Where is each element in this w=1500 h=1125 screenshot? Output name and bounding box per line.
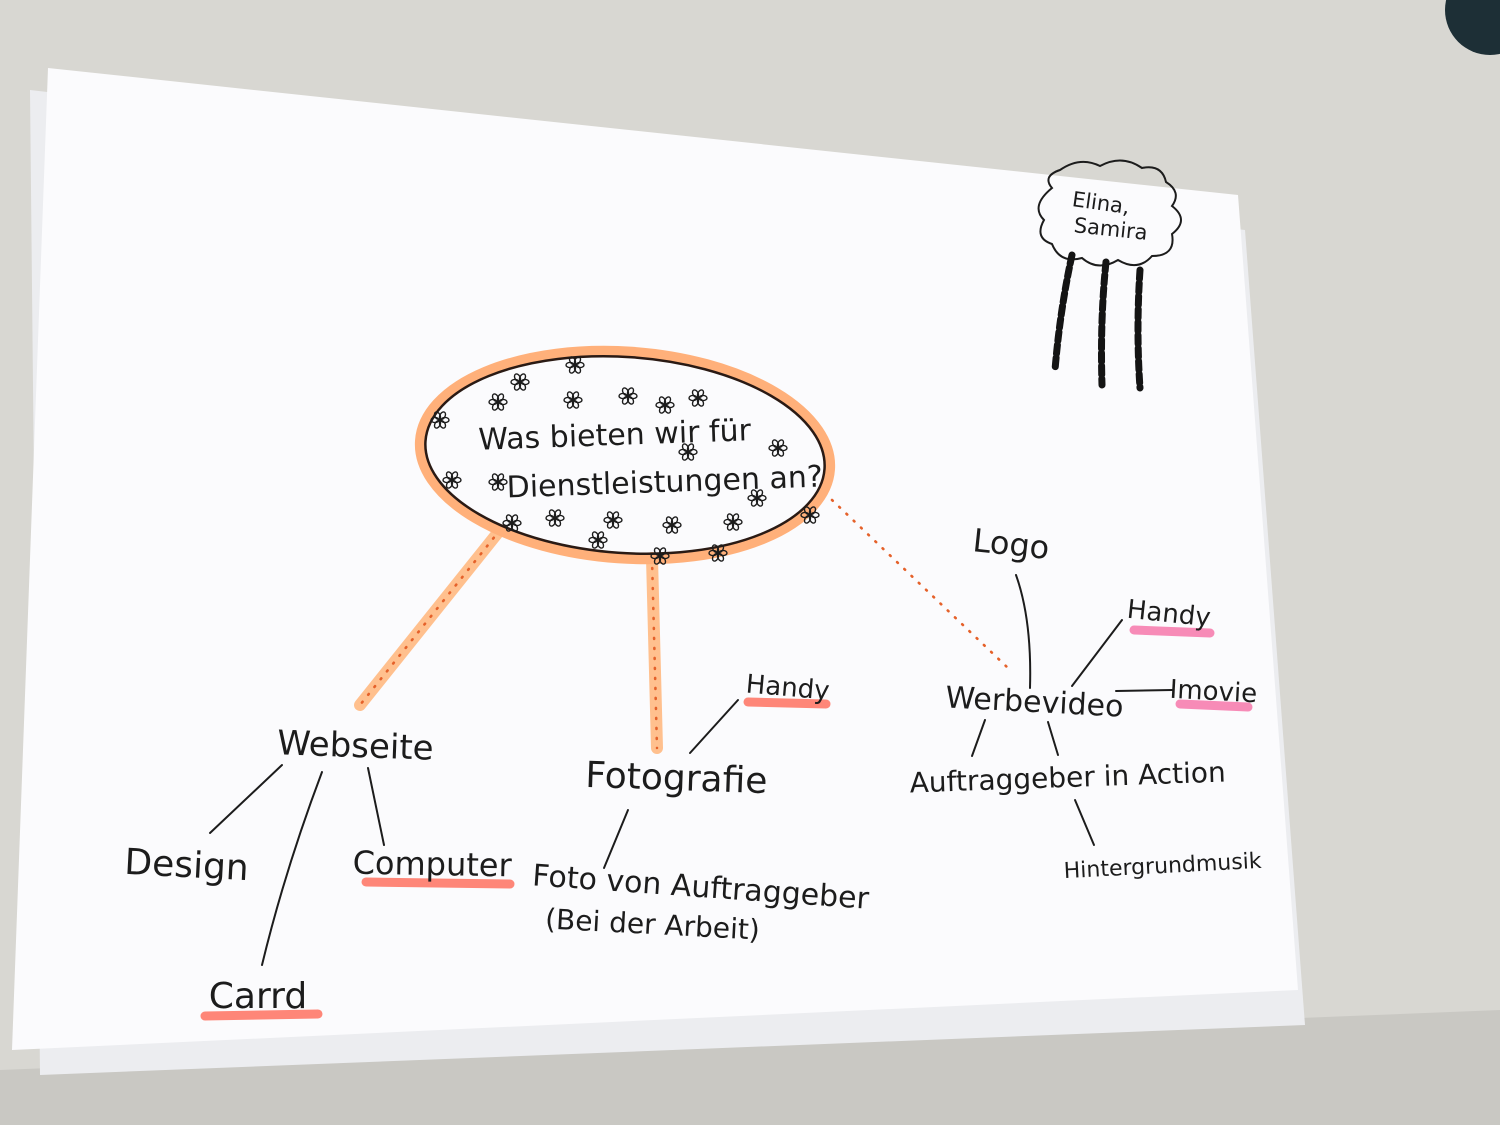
leaf-design: Design xyxy=(123,842,249,889)
corner-object xyxy=(1445,0,1500,55)
flower-doodle xyxy=(662,516,682,534)
flower-doodle xyxy=(747,489,767,507)
flower-doodle xyxy=(603,511,623,529)
flower-doodle xyxy=(488,393,508,411)
rain-strand-1 xyxy=(1051,251,1076,374)
name-cloud: Elina, Samira xyxy=(1037,159,1182,392)
rain-strand-3 xyxy=(1134,266,1144,392)
highlights xyxy=(200,625,1253,1021)
highlight-carrd xyxy=(200,1009,323,1021)
line-fotografie-foto xyxy=(603,809,629,869)
flower-doodle xyxy=(688,389,708,407)
line-werbevideo-imovie xyxy=(1115,689,1173,692)
flower-doodle xyxy=(723,513,743,531)
branch-lines xyxy=(209,574,1173,966)
line-webseite-carrd xyxy=(261,771,323,966)
webseite-branch: Webseite Design Carrd Computer xyxy=(123,723,512,1017)
line-webseite-computer xyxy=(367,767,385,846)
highlight-imovie xyxy=(1175,699,1253,712)
flower-doodle xyxy=(488,473,508,491)
line-werbevideo-action-left xyxy=(971,719,986,757)
flower-doodle xyxy=(588,531,608,549)
connector-werbevideo-dots xyxy=(830,498,1010,670)
flower-doodle xyxy=(708,544,728,562)
flower-doodle xyxy=(650,547,670,565)
central-oval-highlight xyxy=(414,345,836,565)
flower-doodle xyxy=(618,387,638,405)
connector-webseite-dots xyxy=(358,528,502,707)
highlight-computer xyxy=(361,877,515,889)
line-webseite-design xyxy=(209,764,283,834)
line-action-musik xyxy=(1074,799,1095,846)
line-werbevideo-handy xyxy=(1071,619,1123,687)
leaf-logo: Logo xyxy=(971,521,1051,567)
flower-doodle xyxy=(442,471,462,489)
leaf-handy-foto: Handy xyxy=(745,669,831,706)
connector-lines xyxy=(354,498,1010,754)
highlight-handy-video xyxy=(1129,625,1215,638)
flower-doodle xyxy=(502,514,522,532)
rain-strand-2 xyxy=(1098,258,1110,389)
flower-doodle xyxy=(565,356,585,374)
flower-doodle xyxy=(430,411,450,429)
flower-doodles xyxy=(430,356,820,565)
flower-doodle xyxy=(800,506,820,524)
leaf-imovie: Imovie xyxy=(1169,675,1258,710)
highlight-handy-foto xyxy=(743,697,831,709)
line-fotografie-handy xyxy=(689,699,739,754)
table-shadow xyxy=(0,1010,1500,1125)
rain-drops xyxy=(1051,251,1144,392)
flower-doodle xyxy=(655,396,675,414)
flower-doodle xyxy=(678,443,698,461)
cloud-outline xyxy=(1037,159,1182,267)
leaf-computer: Computer xyxy=(352,844,513,885)
flower-doodle xyxy=(545,509,565,527)
line-werbevideo-action-right xyxy=(1047,721,1059,756)
line-werbevideo-logo xyxy=(1015,574,1032,689)
flower-doodle xyxy=(768,439,788,457)
branch-label-fotografie: Fotografie xyxy=(585,755,768,802)
leaf-carrd: Carrd xyxy=(209,976,307,1017)
flower-doodle xyxy=(510,373,530,391)
branch-label-webseite: Webseite xyxy=(277,723,435,768)
flower-doodle xyxy=(563,391,583,409)
central-oval-outline xyxy=(424,354,826,556)
central-bubble: Was bieten wir für Dienstleistungen an? xyxy=(414,345,836,565)
connector-fotografie-dots xyxy=(650,556,659,750)
